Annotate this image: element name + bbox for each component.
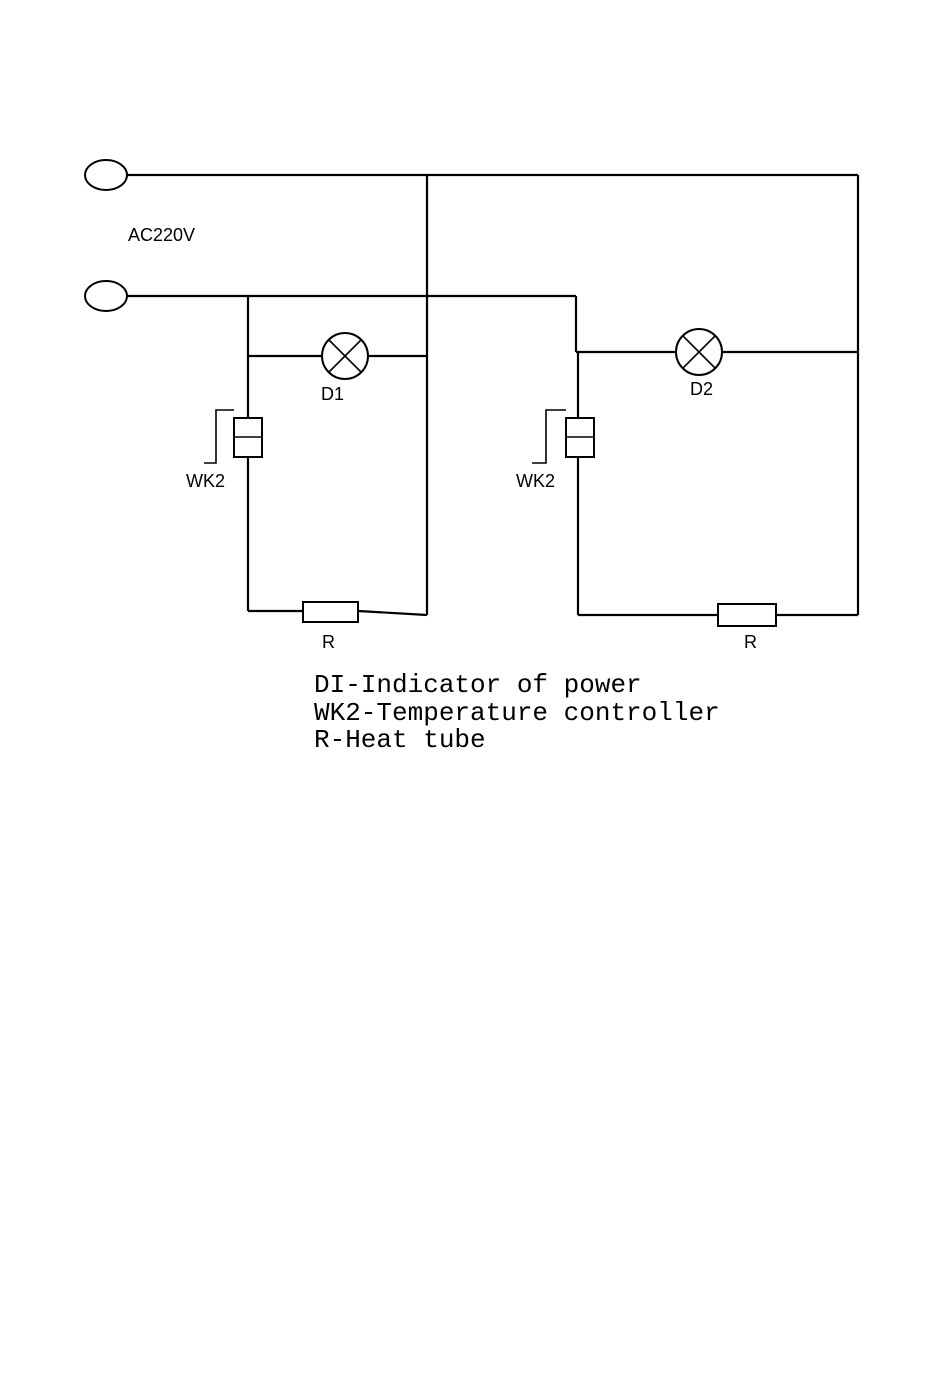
top-rail — [127, 175, 858, 615]
indicator-lamp-d1 — [322, 333, 368, 379]
terminal-bottom — [85, 281, 127, 311]
heater-label-1: R — [322, 632, 335, 652]
controller-label-1: WK2 — [186, 471, 225, 491]
temperature-controller-2 — [532, 410, 594, 463]
legend-line-1: DI-Indicator of power — [314, 670, 642, 700]
supply-label: AC220V — [128, 225, 195, 245]
terminal-top — [85, 160, 127, 190]
heat-tube-r1 — [303, 602, 358, 622]
branch-1: D1 WK2 R — [186, 333, 427, 652]
lamp-label-d1: D1 — [321, 384, 344, 404]
heater-label-2: R — [744, 632, 757, 652]
branch-2: D2 WK2 R — [516, 329, 858, 652]
temperature-controller-1 — [204, 410, 262, 463]
indicator-lamp-d2 — [676, 329, 722, 375]
legend: DI-Indicator of power WK2-Temperature co… — [314, 670, 720, 755]
lamp-label-d2: D2 — [690, 379, 713, 399]
controller-label-2: WK2 — [516, 471, 555, 491]
legend-line-3: R-Heat tube — [314, 725, 486, 755]
legend-line-2: WK2-Temperature controller — [314, 698, 720, 728]
heat-tube-r2 — [718, 604, 776, 626]
